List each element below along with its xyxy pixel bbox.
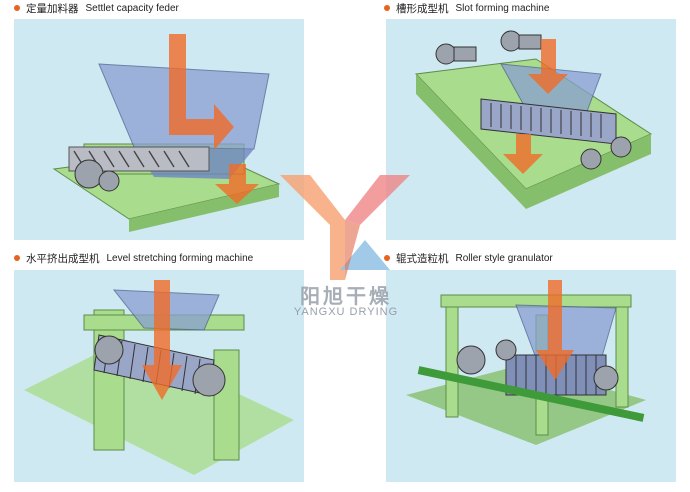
bullet-dot	[384, 5, 390, 11]
caption-en: Settlet capacity feder	[85, 2, 179, 14]
bullet-dot	[384, 255, 390, 261]
machine-illustration-level-stretching	[14, 270, 304, 482]
caption-level-stretching: 水平挤出成型机 Level stretching forming machine	[14, 250, 253, 266]
caption-en: Roller style granulator	[455, 252, 553, 264]
bullet-dot	[14, 5, 20, 11]
caption-cn: 水平挤出成型机	[26, 252, 100, 265]
brand-name-en: YANGXU DRYING	[293, 306, 399, 318]
caption-roller-granulator: 辊式造粒机 Roller style granulator	[384, 250, 553, 266]
machine-illustration-roller-granulator	[386, 270, 676, 482]
caption-en: Level stretching forming machine	[106, 252, 254, 264]
caption-en: Slot forming machine	[455, 2, 550, 14]
bullet-dot	[14, 255, 20, 261]
brand-name-cn: 阳旭干燥	[300, 284, 392, 308]
caption-cn: 槽形成型机	[396, 2, 449, 15]
caption-cn: 辊式造粒机	[396, 252, 449, 265]
machine-illustration-slot-forming	[386, 19, 676, 240]
yangxu-logo	[270, 170, 420, 330]
caption-cn: 定量加料器	[26, 2, 79, 15]
caption-slot-forming: 槽形成型机 Slot forming machine	[384, 0, 549, 16]
caption-settlet-feeder: 定量加料器 Settlet capacity feder	[14, 0, 179, 16]
machine-illustration-feeder	[14, 19, 304, 240]
